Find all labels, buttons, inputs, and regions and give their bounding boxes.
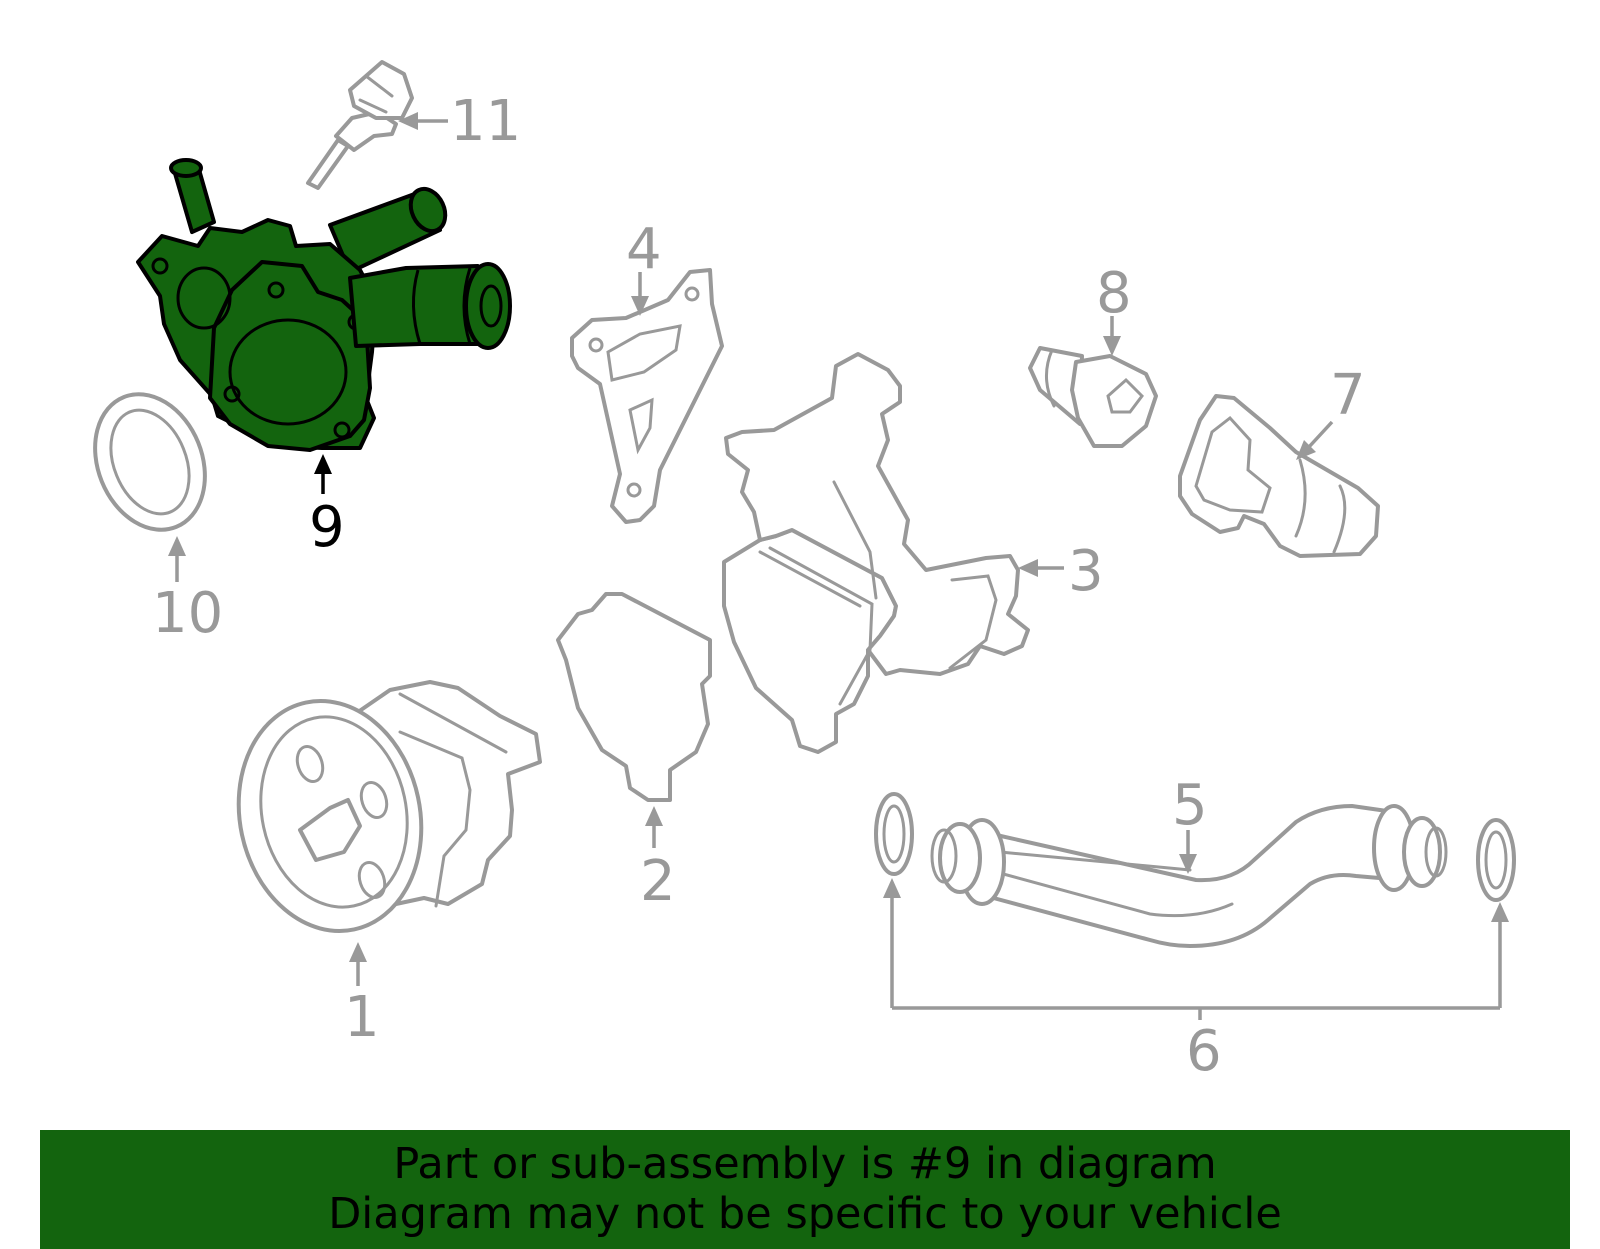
callout-8: 8 bbox=[1096, 261, 1132, 326]
part-6-o-rings[interactable] bbox=[874, 792, 1516, 902]
callout-11: 11 bbox=[450, 89, 521, 154]
banner-line-1: Part or sub-assembly is #9 in diagram bbox=[393, 1139, 1217, 1189]
callout-10: 10 bbox=[152, 581, 223, 646]
part-10-gasket[interactable] bbox=[76, 378, 225, 547]
part-3-housing[interactable] bbox=[722, 352, 1030, 754]
part-2-gasket[interactable] bbox=[556, 592, 712, 802]
part-9-water-outlet-housing[interactable] bbox=[136, 158, 512, 452]
part-1-water-pump[interactable] bbox=[218, 680, 542, 948]
callout-4: 4 bbox=[626, 217, 662, 282]
part-5-water-pipe[interactable] bbox=[930, 804, 1448, 948]
callout-2: 2 bbox=[640, 849, 676, 914]
part-7-thermostat[interactable] bbox=[1178, 394, 1380, 558]
callout-3: 3 bbox=[1068, 539, 1104, 604]
callout-9: 9 bbox=[309, 495, 345, 560]
part-4-bracket[interactable] bbox=[570, 268, 724, 524]
part-11-sensor[interactable] bbox=[306, 60, 414, 190]
callout-leaders bbox=[168, 112, 1509, 1020]
callout-5: 5 bbox=[1172, 773, 1208, 838]
info-banner: Part or sub-assembly is #9 in diagram Di… bbox=[40, 1130, 1570, 1249]
part-8-drain-plug[interactable] bbox=[1028, 346, 1158, 448]
callout-1: 1 bbox=[344, 985, 380, 1050]
callout-6: 6 bbox=[1186, 1019, 1222, 1084]
callout-7: 7 bbox=[1330, 363, 1366, 428]
banner-line-2: Diagram may not be specific to your vehi… bbox=[328, 1189, 1282, 1239]
